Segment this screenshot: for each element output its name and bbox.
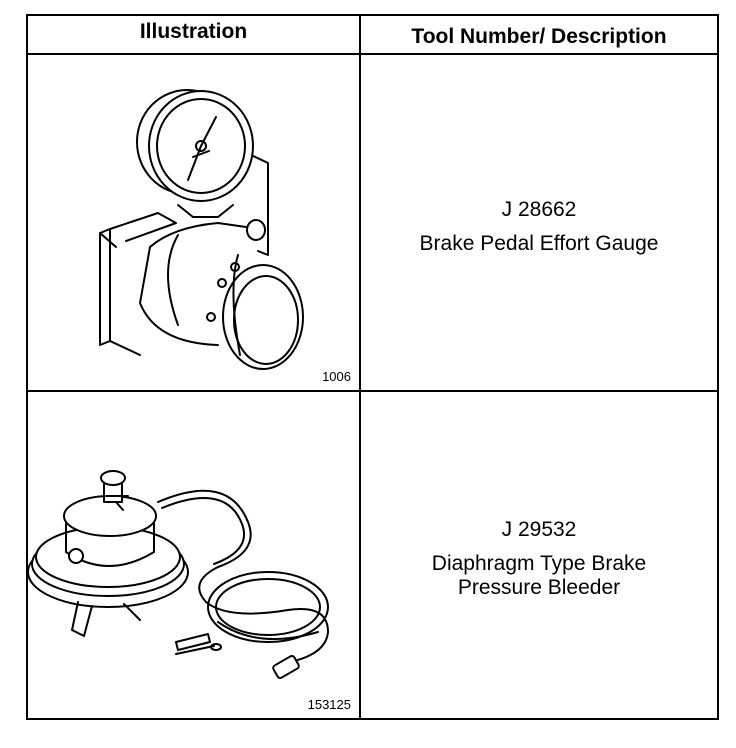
tool-description-line: Pressure Bleeder bbox=[457, 576, 621, 599]
description-cell-2: J 29532 Diaphragm Type Brake Pressure Bl… bbox=[361, 518, 717, 600]
header-illustration: Illustration bbox=[139, 19, 248, 43]
figure-number: 153125 bbox=[307, 697, 351, 712]
illustration-cell-2: 153125 bbox=[28, 392, 359, 718]
brake-pedal-effort-gauge-illustration bbox=[99, 89, 304, 370]
tool-table: Illustration Tool Number/ Description bbox=[26, 14, 719, 720]
column-divider bbox=[359, 16, 361, 718]
diaphragm-pressure-bleeder-illustration bbox=[28, 470, 329, 679]
tool-number: J 29532 bbox=[501, 518, 577, 541]
row-divider bbox=[28, 390, 717, 392]
tool-number: J 28662 bbox=[501, 198, 577, 221]
illustration-cell-1: 1006 bbox=[28, 55, 359, 390]
tool-description-line: Brake Pedal Effort Gauge bbox=[419, 232, 659, 255]
tool-description-line: Diaphragm Type Brake bbox=[431, 552, 647, 575]
header-tool-description: Tool Number/ Description bbox=[411, 24, 667, 48]
figure-number: 1006 bbox=[322, 369, 351, 384]
description-cell-1: J 28662 Brake Pedal Effort Gauge bbox=[361, 198, 717, 256]
header-divider bbox=[28, 53, 717, 55]
